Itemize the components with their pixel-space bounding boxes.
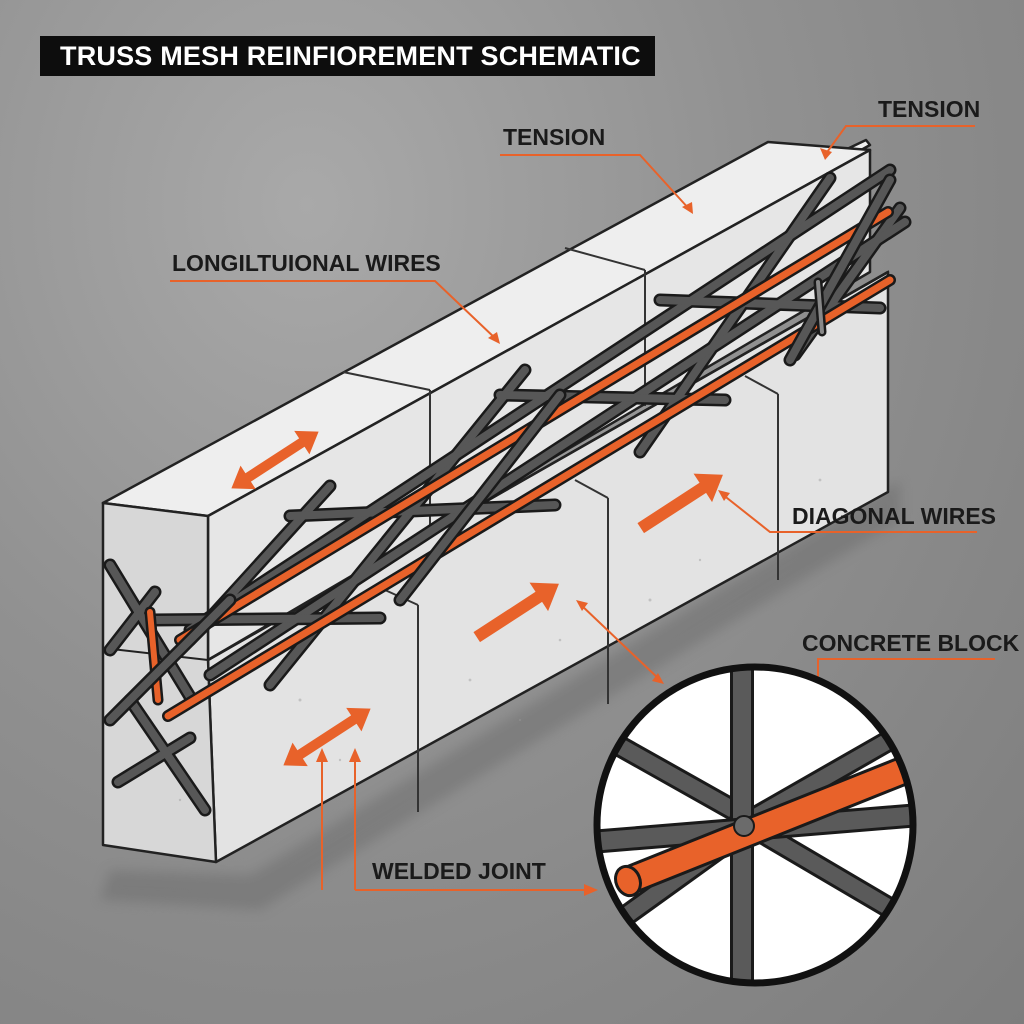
single-arrow-icon: [473, 582, 559, 643]
page-title: TRUSS MESH REINFIOREMENT SCHEMATIC: [40, 36, 655, 76]
leader-lines: [170, 125, 995, 896]
label-tension-top: TENSION: [878, 96, 981, 122]
weld-clip: [813, 277, 827, 337]
single-arrow-icon: [637, 473, 723, 534]
magnifier-circle-icon: [593, 663, 917, 987]
double-arrow-icon: [231, 430, 319, 490]
truss-reinforcement: [103, 163, 912, 817]
force-arrows: [231, 430, 723, 767]
label-diagonal-wires: DIAGONAL WIRES: [792, 503, 997, 529]
label-tension-mid: TENSION: [503, 124, 606, 150]
label-welded-joint: WELDED JOINT: [372, 858, 546, 884]
double-arrow-icon: [283, 707, 371, 767]
label-concrete-block: CONCRETE BLOCK: [802, 630, 1020, 656]
label-longitudinal-wires: LONGILTUIONAL WIRES: [172, 250, 441, 276]
head-joints: [342, 247, 779, 812]
